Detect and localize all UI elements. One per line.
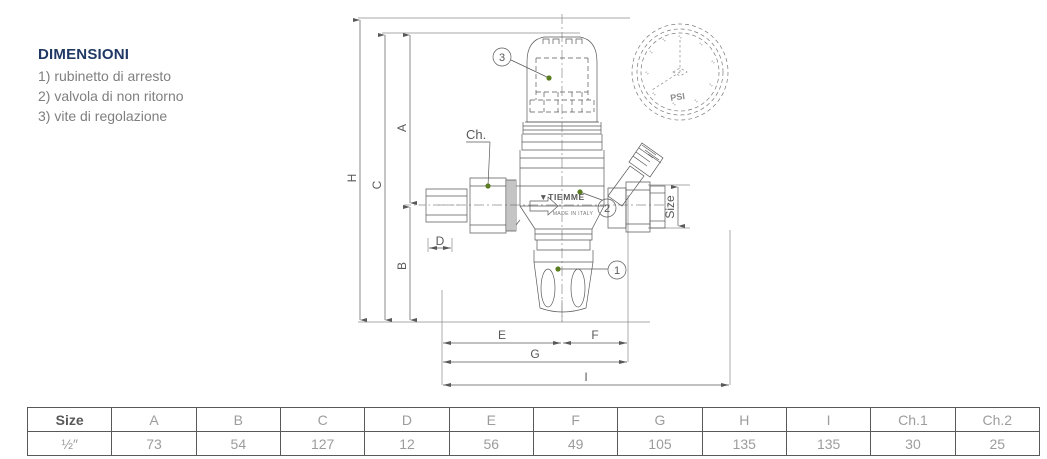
- dimensions-legend: DIMENSIONI 1) rubinetto di arresto 2) va…: [38, 46, 338, 126]
- callout-2: 2: [604, 203, 610, 215]
- table-header-b: B: [195, 407, 281, 432]
- table-header-h: H: [701, 407, 787, 432]
- brand-logo: ▼TIEMME: [539, 192, 585, 202]
- legend-item-3: 3) vite di regolazione: [38, 108, 168, 124]
- table-header-row: Size A B C D E F G H I Ch.1 Ch.2: [26, 407, 1041, 432]
- cell-f: 49: [532, 431, 619, 456]
- gauge-brand-label: PSI: [670, 91, 686, 103]
- dim-label-F: F: [591, 328, 598, 342]
- wrench-label: Ch.: [466, 127, 486, 142]
- legend-item-2: 2) valvola di non ritorno: [38, 88, 184, 104]
- table-header-ch2: Ch.2: [954, 407, 1041, 432]
- dimensions-table: Size A B C D E F G H I Ch.1 Ch.2 ½″ 73 5…: [26, 407, 1041, 456]
- table-row: ½″ 73 54 127 12 56 49 105 135 135 30 25: [26, 431, 1041, 456]
- dim-label-I: I: [584, 370, 587, 384]
- dim-label-H: H: [345, 174, 359, 183]
- cell-e: 56: [448, 431, 534, 456]
- cell-h: 135: [701, 431, 787, 456]
- cell-b: 54: [195, 431, 281, 456]
- legend-title: DIMENSIONI: [38, 46, 130, 63]
- cell-i: 135: [785, 431, 872, 456]
- table-header-d: D: [364, 407, 450, 432]
- callout-1: 1: [614, 265, 620, 277]
- table-header-a: A: [111, 407, 197, 432]
- callout-dots: [485, 75, 583, 272]
- dim-label-E: E: [498, 328, 506, 342]
- cell-g: 105: [617, 431, 703, 456]
- size-label: Size: [663, 195, 677, 219]
- made-in-label: MADE IN ITALY: [553, 211, 594, 217]
- cell-size: ½″: [26, 431, 113, 456]
- dim-label-G: G: [530, 347, 539, 361]
- dim-label-C: C: [370, 180, 384, 189]
- cell-ch2: 25: [954, 431, 1041, 456]
- table-header-c: C: [279, 407, 366, 432]
- cell-d: 12: [364, 431, 450, 456]
- table-header-ch1: Ch.1: [870, 407, 956, 432]
- dim-label-A: A: [395, 124, 409, 132]
- technical-drawing: H C A B E F G I D Size Ch. 3 2 1 ▼TIEMME…: [330, 0, 760, 400]
- legend-item-1: 1) rubinetto di arresto: [38, 68, 172, 84]
- table-header-f: F: [532, 407, 619, 432]
- table-header-size: Size: [26, 407, 113, 432]
- callout-3: 3: [499, 52, 505, 64]
- table-header-g: G: [617, 407, 703, 432]
- cell-ch1: 30: [870, 431, 956, 456]
- cell-a: 73: [111, 431, 197, 456]
- cell-c: 127: [279, 431, 366, 456]
- table-header-e: E: [448, 407, 534, 432]
- dim-label-D: D: [436, 234, 445, 248]
- dim-label-B: B: [395, 262, 409, 270]
- table-header-i: I: [785, 407, 872, 432]
